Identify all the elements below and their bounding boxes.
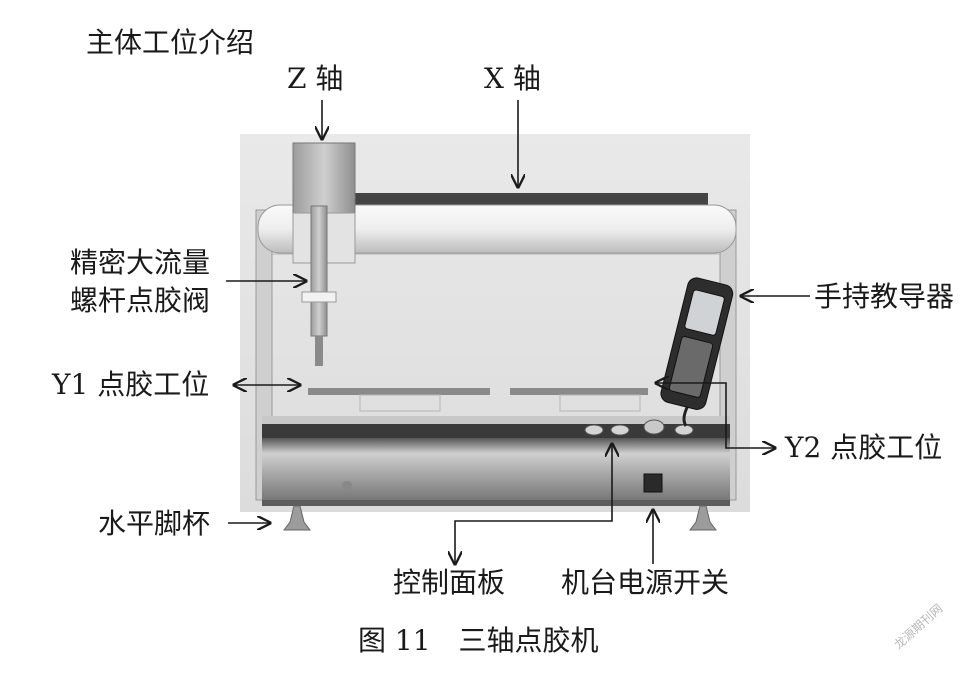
screw-valve-nozzle (315, 336, 323, 366)
base-bottom-edge (262, 500, 730, 506)
label-screw-valve-line2: 螺杆点胶阀 (70, 284, 211, 317)
z-axis-motor (292, 142, 356, 214)
label-screw-valve-line1: 精密大流量 (70, 246, 211, 279)
x-axis-beam (257, 204, 737, 254)
panel-button (584, 424, 604, 436)
y1-station-bracket (359, 394, 441, 412)
panel-button (610, 424, 630, 436)
teach-pendant-screen (684, 289, 725, 336)
callout-arrows (226, 100, 810, 564)
label-y2-station: Y2 点胶工位 (785, 431, 943, 464)
x-axis-rail-top (350, 193, 708, 205)
machine-body (240, 134, 750, 531)
label-teach-pendant: 手持教导器 (814, 280, 955, 313)
label-x-axis: X 轴 (484, 62, 541, 95)
screw-valve-clamp (301, 291, 337, 303)
label-y1-station: Y1 点胶工位 (52, 368, 210, 401)
leveling-foot-right (689, 505, 717, 531)
screw-valve-body (310, 205, 328, 337)
y2-station-bracket (559, 394, 641, 412)
deck-top-edge (262, 416, 730, 424)
label-leveling-feet: 水平脚杯 (98, 507, 211, 540)
section-title: 主体工位介绍 (86, 26, 255, 59)
label-z-axis: Z 轴 (287, 62, 344, 95)
power-switch (643, 473, 663, 493)
label-power-switch: 机台电源开关 (561, 566, 730, 599)
arrow-y2-station (656, 383, 775, 448)
y1-station-rail (308, 388, 490, 395)
front-screw-icon (342, 481, 352, 489)
y2-station-rail (510, 388, 648, 395)
leveling-foot-left (283, 505, 311, 531)
label-control-panel: 控制面板 (393, 566, 506, 599)
emergency-stop-button (643, 419, 665, 435)
arrow-control-panel (455, 444, 612, 564)
figure-caption: 图 11 三轴点胶机 (358, 624, 599, 657)
panel-button (674, 424, 694, 436)
